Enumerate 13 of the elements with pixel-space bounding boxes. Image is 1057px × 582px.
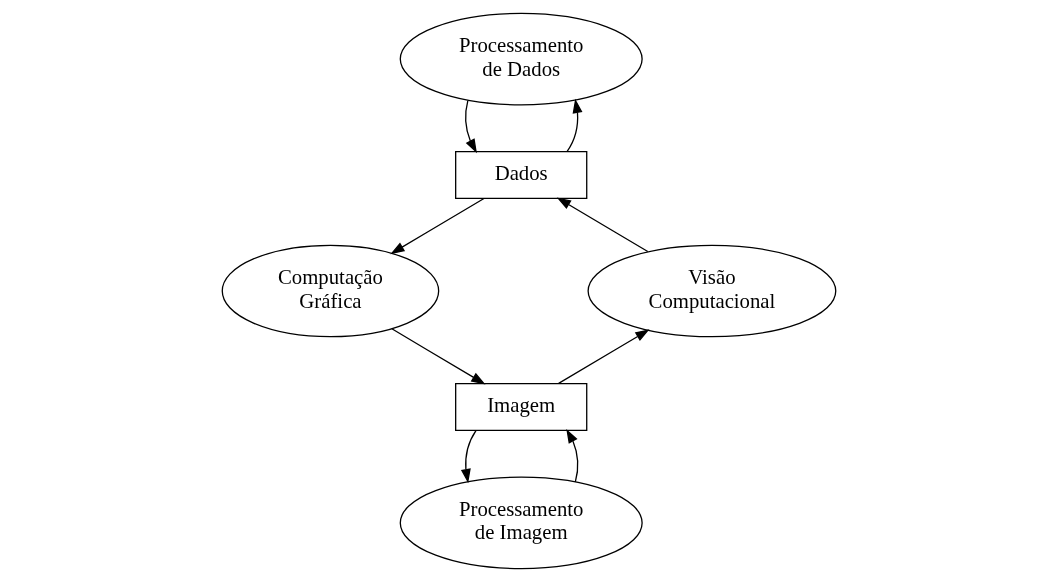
arrow xyxy=(557,329,650,385)
node-box: Dados xyxy=(454,151,587,200)
node-ellipse: Processamento de Dados xyxy=(399,12,643,106)
arrow xyxy=(565,428,578,483)
node-ellipse: Visão Computacional xyxy=(587,244,836,338)
arrow xyxy=(460,430,477,484)
arrow xyxy=(566,98,582,153)
arrow xyxy=(464,100,477,154)
arrow xyxy=(556,197,648,253)
node-ellipse: Processamento de Imagem xyxy=(399,476,643,570)
node-box: Imagem xyxy=(454,382,587,431)
arrow xyxy=(389,197,485,255)
arrow xyxy=(390,328,485,385)
